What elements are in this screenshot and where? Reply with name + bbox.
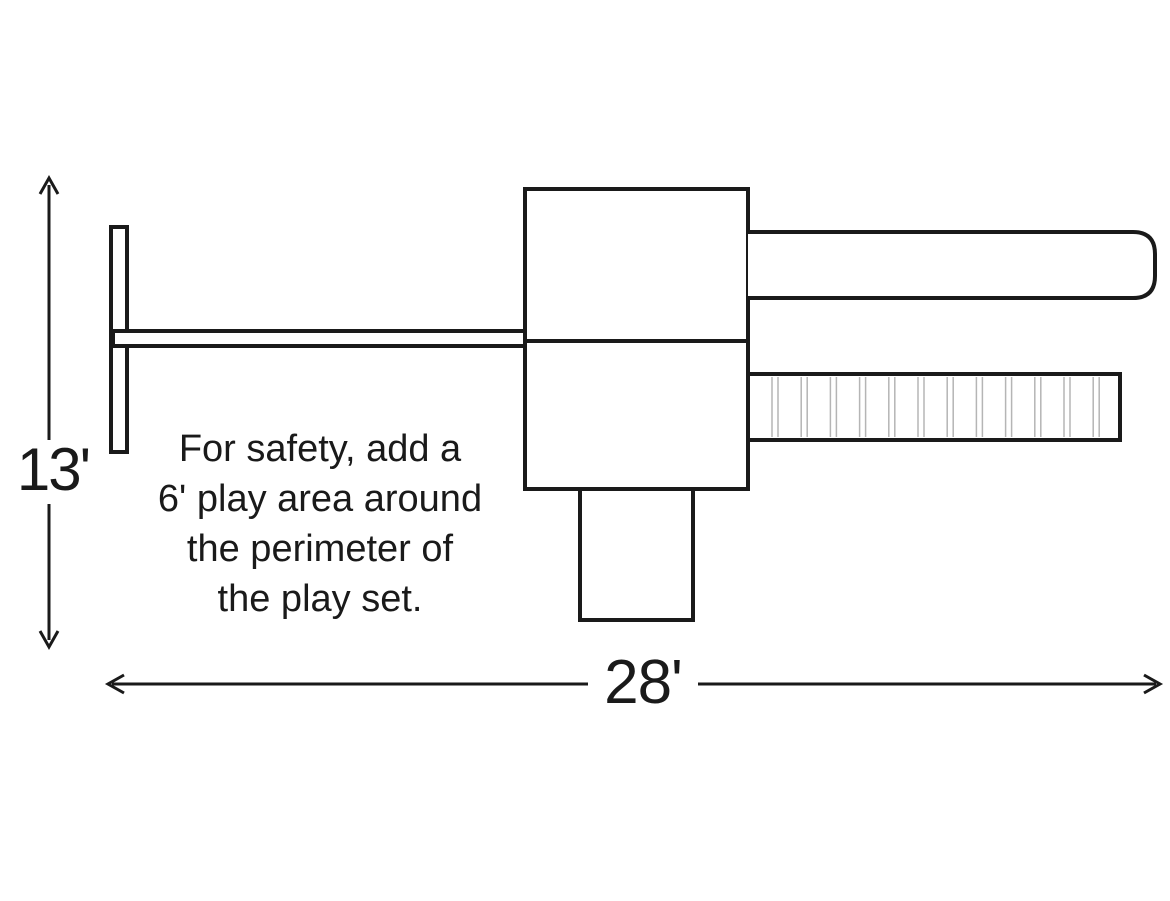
width-dimension-label: 28' bbox=[588, 652, 698, 716]
safety-note-line: 6' play area around bbox=[157, 478, 483, 520]
slide bbox=[748, 230, 1157, 300]
ladder-rungs bbox=[771, 377, 1100, 437]
width-arrowhead-right bbox=[1143, 673, 1164, 695]
height-dimension-label: 13' bbox=[8, 440, 98, 504]
height-dimension-arrow bbox=[38, 174, 60, 651]
safety-note-line: the perimeter of bbox=[186, 528, 454, 570]
safety-note-line: the play set. bbox=[217, 578, 423, 620]
safety-note: For safety, add a 6' play area around th… bbox=[120, 424, 520, 624]
swing-beam bbox=[111, 329, 528, 348]
height-arrowhead-top bbox=[38, 174, 60, 195]
height-arrowhead-bottom bbox=[38, 630, 60, 651]
safety-note-line: For safety, add a bbox=[178, 428, 462, 470]
width-arrowhead-left bbox=[104, 673, 125, 695]
lower-extension bbox=[578, 487, 695, 622]
ladder bbox=[746, 372, 1122, 442]
